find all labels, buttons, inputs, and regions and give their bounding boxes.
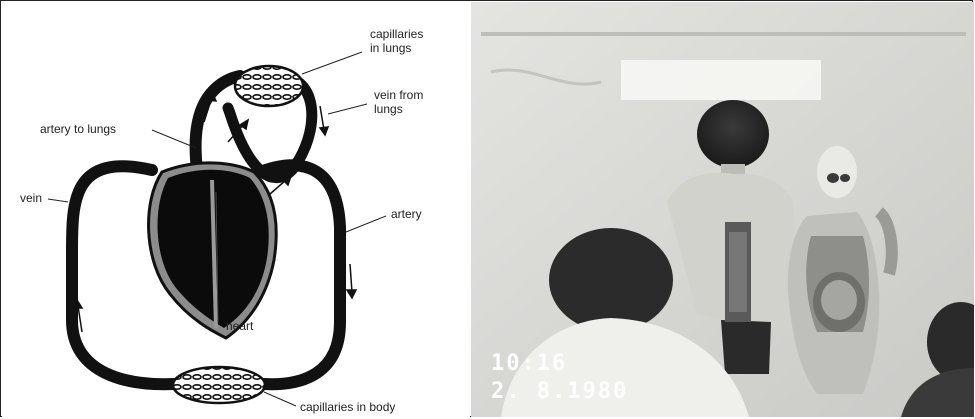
heart-shape	[149, 163, 277, 338]
photo-date-stamp: 2. 8.1980	[491, 379, 628, 404]
circulation-diagram: capillaries in lungs vein from lungs art…	[2, 2, 470, 417]
capillaries-body	[173, 367, 265, 403]
label-capillaries-body: capillaries in body	[300, 400, 395, 414]
classroom-photo-svg: 10:16 2. 8.1980	[471, 2, 974, 417]
label-capillaries-lungs-2: in lungs	[370, 41, 411, 55]
label-capillaries-lungs-1: capillaries	[370, 27, 423, 41]
label-artery: artery	[391, 207, 422, 221]
label-heart: heart	[226, 319, 254, 333]
label-vein-from-lungs-1: vein from	[374, 88, 423, 102]
label-vein: vein	[20, 191, 42, 205]
photo-time-stamp: 10:16	[491, 351, 567, 376]
label-artery-to-lungs: artery to lungs	[40, 122, 116, 136]
capillaries-lungs	[235, 66, 303, 106]
label-vein-from-lungs-2: lungs	[374, 102, 403, 116]
classroom-photo: 10:16 2. 8.1980	[471, 2, 974, 417]
circulation-diagram-svg: capillaries in lungs vein from lungs art…	[2, 2, 470, 417]
